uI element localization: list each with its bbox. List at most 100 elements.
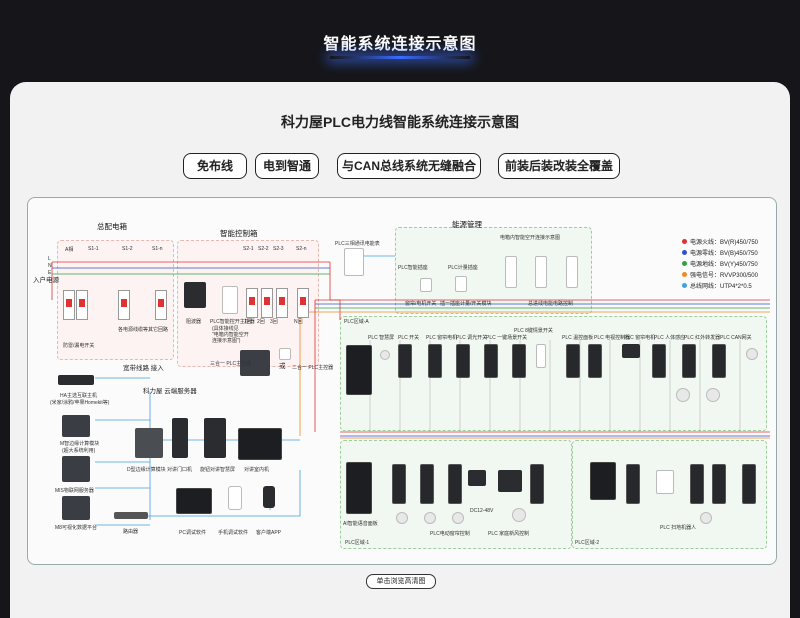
router-label: 路由器 [123,529,139,535]
line-1-label: 1回 [244,319,252,325]
main-breaker-s1n-label: S1-n [152,246,163,252]
plc-breaker-controller [222,286,238,314]
panel-note: 总进线电能电路控制 [528,301,574,307]
browse-hd-button[interactable]: 单击浏览高清图 [366,574,436,589]
main-breaker-s11-label: S1-1 [88,246,99,252]
ctrl-breaker [261,288,273,318]
bottom-note-1: PLC电动窗帘控制 [430,531,470,537]
sensor-device [746,348,758,360]
dc-module [656,470,674,494]
mis-label: MIS物联网服务器 [55,488,94,494]
ceiling-light [676,388,690,402]
ha-host-device [58,375,94,385]
ctrl-note-0: 阻波器 [186,319,202,325]
switch-panel [392,464,406,504]
plc-zone-a-label: PLC区域-A [344,319,369,325]
legend-signal: 强电信号：RVVP300/500 [690,273,758,279]
switch-panel [420,464,434,504]
line-3-label: 3回 [270,319,278,325]
switch-panel [398,344,412,378]
gateway-sub-label: (超大系统利用) [62,448,96,454]
door-station-device [172,418,188,458]
legend-ground: 电源地线：BV(Y)450/750 [690,262,758,268]
switch-panel [742,464,756,504]
energy-label: 能源管理 [452,220,482,229]
switch-panel [588,344,602,378]
diagram-title: 科力屋PLC电力线智能系统连接示意图 [281,114,519,130]
switch-panel [448,464,462,504]
ceiling-light [424,512,436,524]
switch-panel [690,464,704,504]
legend-dot-neutral [682,250,687,255]
switch-panel [512,344,526,378]
broadband-label: 宽带线路 接入 [123,365,164,372]
smart-screen-device [346,345,372,395]
main-breaker [76,290,88,320]
feature-pill-3: 与CAN总线系统无缝融合 [337,153,481,179]
or-label: 或 [279,363,286,370]
title-glow [330,56,470,59]
switch-panel [484,344,498,378]
ctrl-breaker [297,288,309,318]
panel-breaker [505,256,517,288]
legend-bus: 总线网线：UTP4*2*0.5 [690,284,752,290]
ctrl-breaker [276,288,288,318]
mis-app-label: M8可视化数据平台 [55,525,97,531]
ctrl-breaker-n: S2-n [296,246,307,252]
phase-e: E [48,270,52,276]
main-breaker [63,290,75,320]
phone-device [228,486,242,510]
app-phone-device [263,486,275,508]
bottom-note-4: PLC 扫地机器人 [660,525,697,531]
legend-dot-bus [682,283,687,288]
switch-panel [652,344,666,378]
edge-module-device [135,428,163,458]
panel-breaker [566,256,578,288]
page-title: 智能系统连接示意图 [323,36,477,53]
device-a-1: PLC 开关 [398,335,420,341]
control-box-label: 智能控制箱 [220,229,258,238]
ceiling-light [700,512,712,524]
mis-server-device [62,456,90,482]
ha-sub-label: (米家/涂鸦/苹果Homekit等) [50,400,110,406]
plc-zone-1-label: PLC区域-1 [345,540,370,546]
ctrl-note-2: (具体接线见 [212,326,239,332]
energy-meter [344,248,364,276]
switch-panel [530,464,544,504]
switch-panel [712,464,726,504]
ceiling-light [452,512,464,524]
device-label-indoor: 对讲室内机 [244,467,270,473]
cloud-label: 科力屋 云端服务器 [143,388,197,395]
main-note-surge: 防雷/漏电开关 [63,343,95,349]
device-label-edge: D型边缘计算模块 [127,467,166,473]
pc-device [176,488,212,514]
ctrl-breaker-3: S2-3 [273,246,284,252]
branch-breaker [118,290,130,320]
gateway-label: M智边缘计算模块 [60,441,100,447]
switch-panel [456,344,470,378]
switch-panel [428,344,442,378]
curtain-motor [536,344,546,368]
energy-meter-label: PLC三相通讯电能表 [335,241,380,247]
energy-item-0: PLC智能插座 [398,265,428,271]
gateway-device [62,415,90,437]
knob-screen-device [204,418,226,458]
line-2-label: 2回 [257,319,265,325]
router-device [114,512,148,519]
device-label-knob: 旋钮对讲智慧屏 [200,467,236,473]
device-a-0: PLC 智慧屏 [368,335,395,341]
device-a-2: PLC 窗帘电机 [426,335,458,341]
main-box-label: 总配电箱 [97,222,127,231]
main-breaker-a-label: A相 [65,247,74,253]
software-phone: 手机调试软件 [218,530,249,536]
energy-item-2: 窗帘/电机开关 [405,301,437,307]
plc-zone-2-label: PLC区域-2 [575,540,600,546]
ir-controller [622,344,640,358]
data-platform-device [62,496,90,520]
device-a-4: PLC 一键场景开关 [486,335,528,341]
branch-breaker [155,290,167,320]
plc-master-3in1 [240,350,270,376]
switch-panel [712,344,726,378]
device-b-2: PLC 窗帘电机 [624,335,656,341]
legend-dot-signal [682,272,687,277]
